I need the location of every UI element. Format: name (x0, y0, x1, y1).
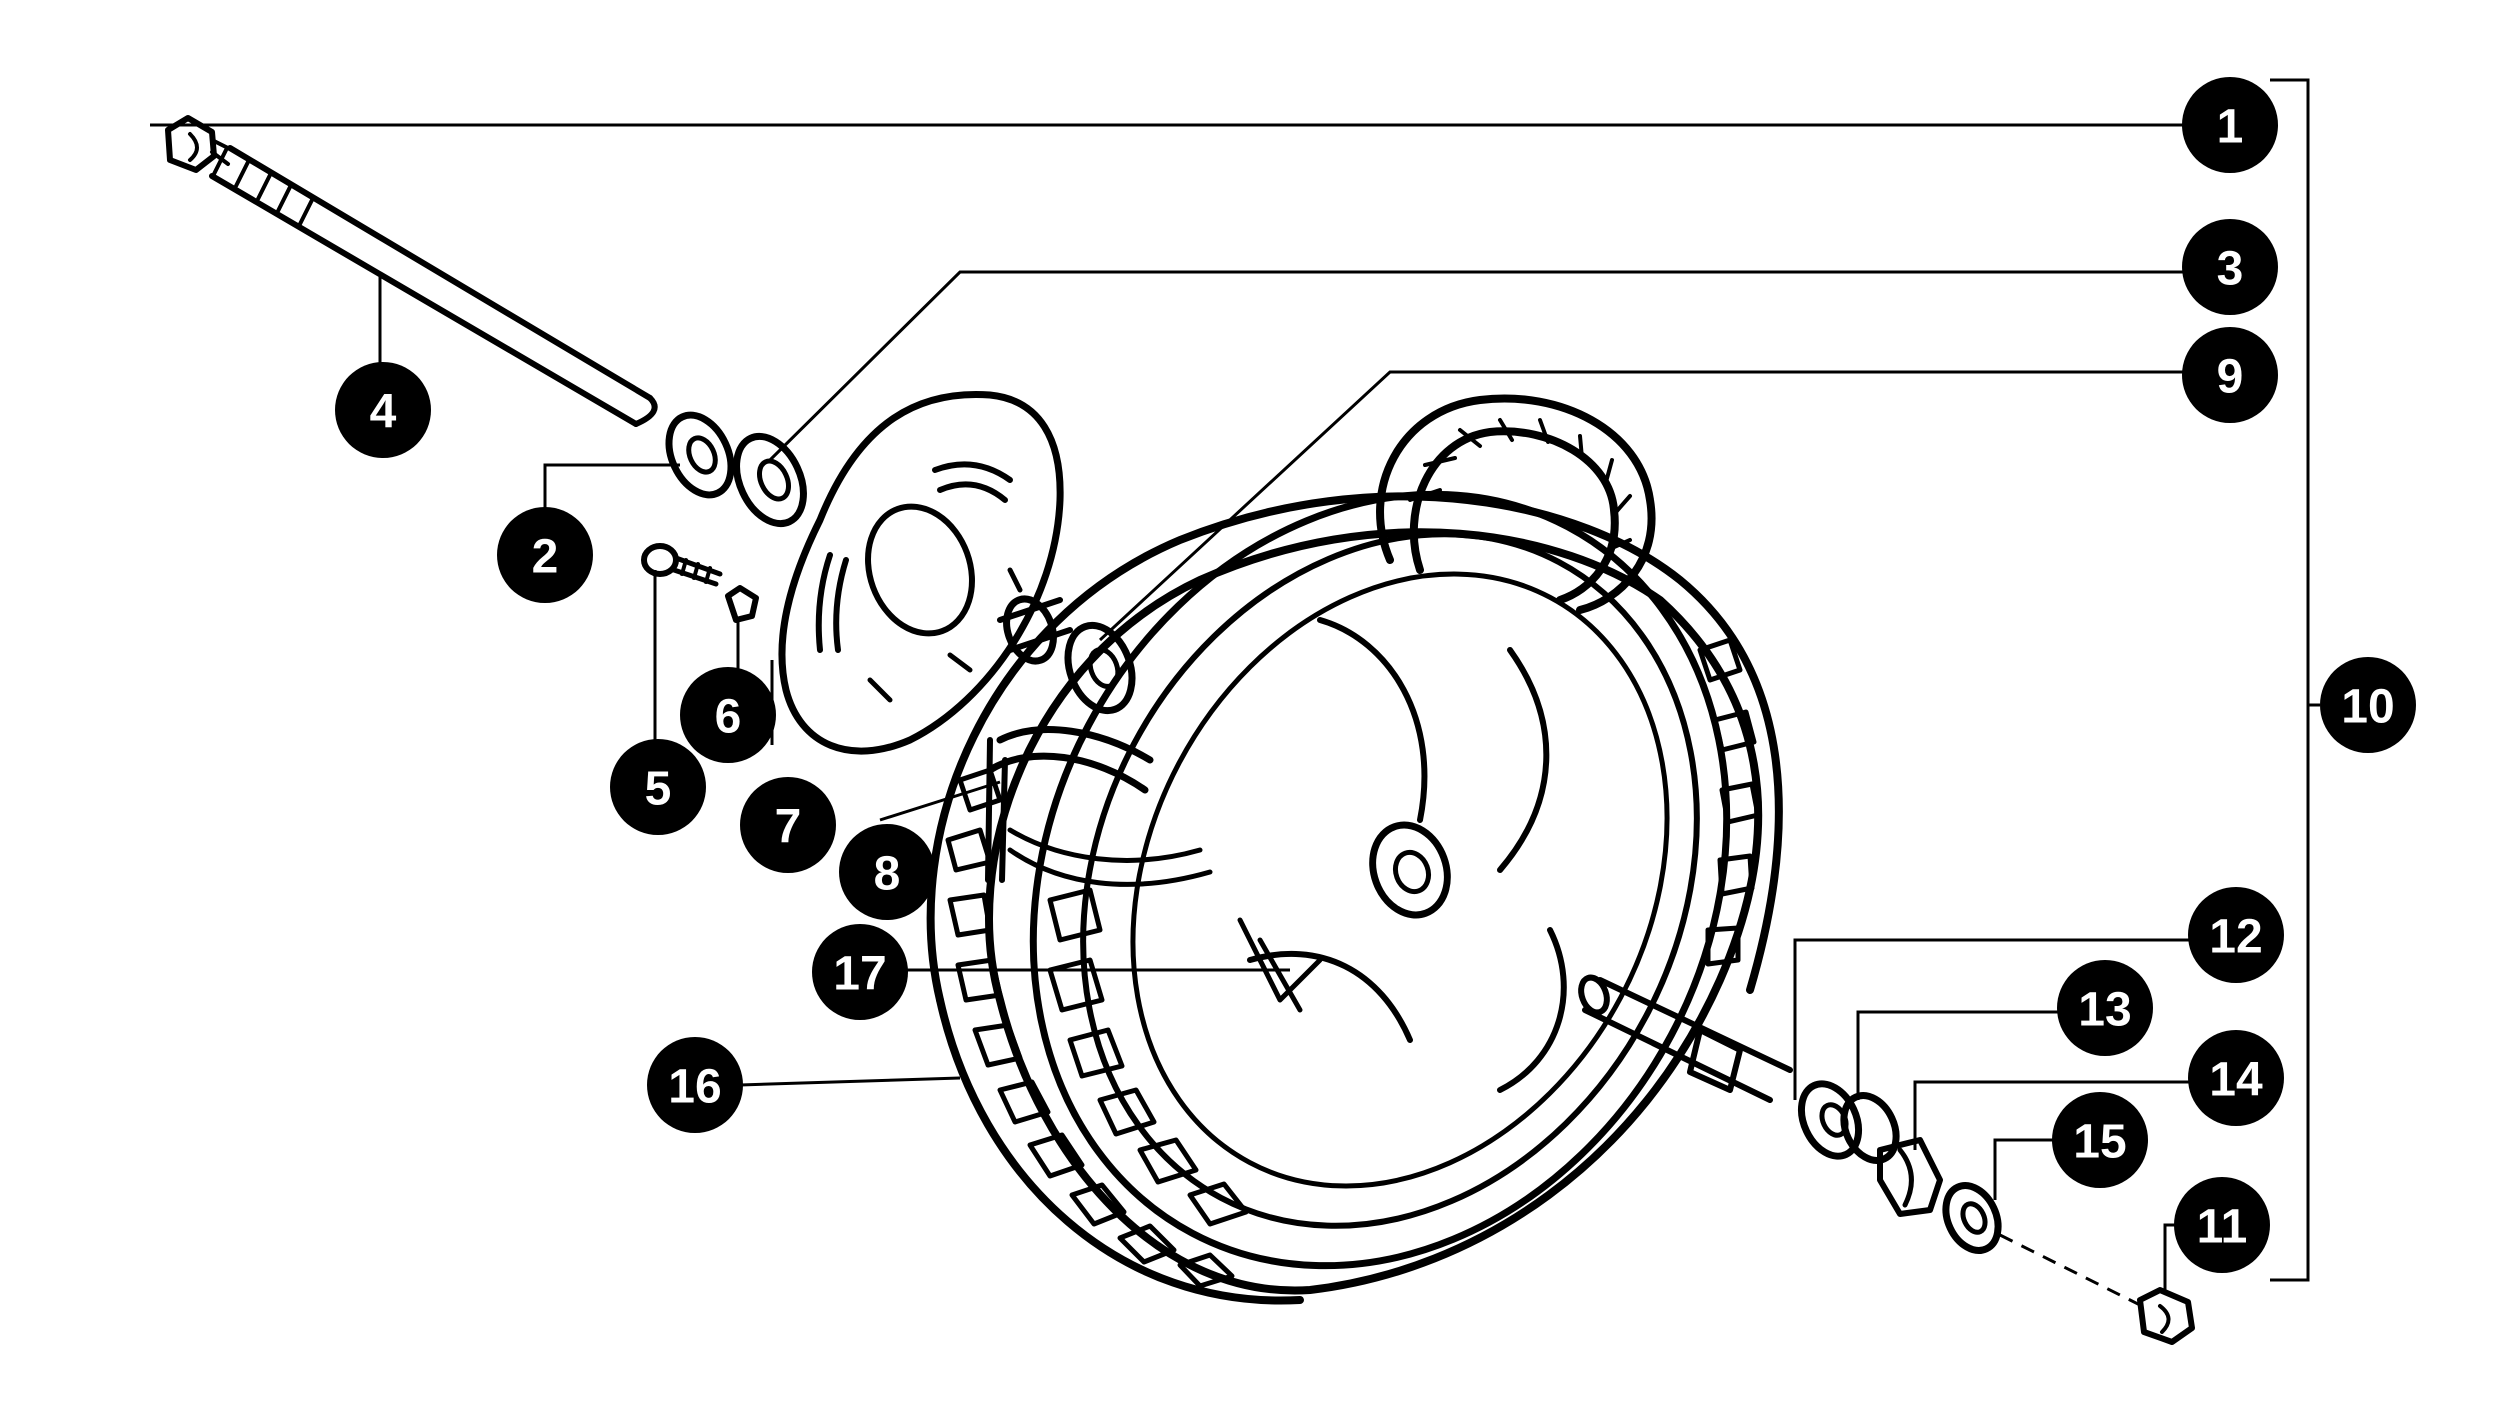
axle-bolt (209, 145, 658, 427)
callout-6-label: 6 (715, 691, 742, 744)
callout-8-label: 8 (874, 848, 901, 901)
right-nut-11 (2137, 1287, 2195, 1345)
callout-2: 2 (497, 507, 593, 603)
callout-14-label: 14 (2209, 1054, 2263, 1107)
callout-3: 3 (2182, 219, 2278, 315)
small-screw (641, 543, 723, 587)
brake-plate (778, 390, 1064, 755)
callout-1: 1 (2182, 77, 2278, 173)
right-axle-sleeve (1578, 974, 1793, 1103)
callout-6: 6 (680, 667, 776, 763)
callout-15-label: 15 (2073, 1116, 2126, 1169)
callout-4-label: 4 (370, 386, 397, 439)
axle-nut (165, 115, 234, 173)
callout-5: 5 (610, 739, 706, 835)
callout-14: 14 (2188, 1030, 2284, 1126)
washer-right (733, 432, 807, 528)
callout-17: 17 (812, 924, 908, 1020)
callout-16: 16 (647, 1037, 743, 1133)
callout-8: 8 (839, 824, 935, 920)
callout-12-label: 12 (2209, 911, 2262, 964)
callout-3-label: 3 (2217, 243, 2244, 296)
washer-left (665, 411, 735, 499)
callout-10-label: 10 (2341, 681, 2394, 734)
callout-4: 4 (335, 362, 431, 458)
callout-16-label: 16 (668, 1061, 721, 1114)
callout-12: 12 (2188, 887, 2284, 983)
callout-13: 13 (2057, 960, 2153, 1056)
small-clip (725, 585, 759, 623)
assembly-bracket (2270, 78, 2320, 1282)
callout-9: 9 (2182, 327, 2278, 423)
callout-2-label: 2 (532, 531, 559, 584)
callout-1-label: 1 (2217, 101, 2244, 154)
callout-5-label: 5 (645, 763, 672, 816)
axle-centerline (1999, 1233, 2151, 1312)
callout-7: 7 (740, 777, 836, 873)
callout-7-label: 7 (775, 801, 802, 854)
callout-10: 10 (2320, 657, 2416, 753)
right-washer-15 (1942, 1182, 2002, 1254)
wheel-rim (1029, 490, 1731, 1270)
callout-9-label: 9 (2217, 351, 2244, 404)
right-washer-13 (1840, 1092, 1900, 1164)
callout-13-label: 13 (2078, 984, 2131, 1037)
brake-shoes (985, 726, 1213, 887)
callout-17-label: 17 (833, 948, 886, 1001)
callout-15: 15 (2052, 1092, 2148, 1188)
callout-11: 11 (2174, 1177, 2270, 1273)
right-spacer-14 (1877, 1137, 1943, 1217)
callout-11-label: 11 (2197, 1201, 2248, 1254)
leader-lines (150, 123, 2210, 1290)
tire (926, 394, 1783, 1305)
